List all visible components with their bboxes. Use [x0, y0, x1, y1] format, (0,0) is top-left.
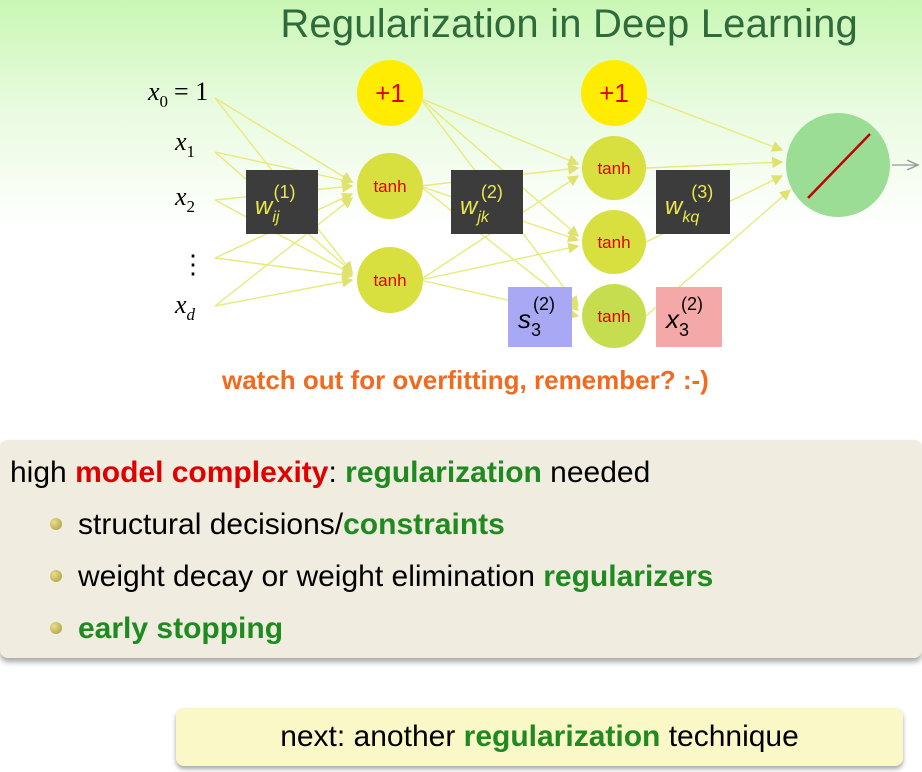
hidden2-label-3: tanh: [597, 307, 630, 326]
hidden2-node-2: [582, 210, 646, 274]
weight-box-2: [451, 170, 523, 234]
bullet-highlight: constraints: [343, 508, 505, 541]
overfitting-warning: watch out for overfitting, remember? :-): [222, 365, 709, 395]
bullet-item: structural decisions/constraints: [50, 508, 713, 560]
bullet-text: weight decay or weight elimination: [78, 560, 544, 593]
hidden2-node-1: [582, 136, 646, 200]
lead-text-3: needed: [541, 456, 651, 489]
bias-label-2: +1: [599, 78, 629, 108]
weight-label-1: wij(1): [255, 182, 295, 226]
next-topic-box: next: another regularization technique: [176, 708, 903, 766]
summary-lead: high model complexity: regularization ne…: [10, 456, 650, 490]
input-x1: x1: [174, 127, 195, 161]
lead-text-2: :: [328, 456, 346, 489]
summary-bullets: structural decisions/constraints weight …: [50, 508, 713, 664]
model-complexity-highlight: model complexity: [75, 456, 329, 489]
s-score-label: s3(2): [518, 294, 555, 340]
x-output-box: [656, 287, 722, 347]
bullet-dot-icon: [50, 518, 62, 530]
bullet-dot-icon: [50, 622, 62, 634]
weight-label-3: wkq(3): [665, 182, 713, 226]
weight-label-2: wjk(2): [460, 182, 503, 226]
linear-activation-icon: [807, 133, 871, 199]
next-text-2: technique: [660, 720, 799, 753]
neural-network-diagram: wij(1) wjk(2) wkq(3) s3(2) x3(2) +1 +1 t…: [147, 60, 922, 348]
page-title: Regularization in Deep Learning: [280, 2, 858, 46]
input-ellipsis: ⋮: [180, 250, 206, 279]
s-score-box: [508, 287, 572, 347]
hidden1-label-1: tanh: [373, 177, 406, 196]
lead-text-1: high: [10, 456, 76, 489]
weight-box-1: [246, 170, 318, 234]
bullet-item: weight decay or weight elimination regul…: [50, 560, 713, 612]
hidden1-node-2: [357, 247, 423, 313]
hidden2-label-2: tanh: [597, 233, 630, 252]
bullet-item: early stopping: [50, 612, 713, 664]
next-text-1: next: another: [280, 720, 464, 753]
bias-node-2: [581, 60, 647, 126]
hidden1-label-2: tanh: [373, 271, 406, 290]
weight-box-3: [656, 170, 730, 234]
bias-node-1: [357, 60, 423, 126]
regularization-highlight: regularization: [345, 456, 542, 489]
input-x0: x0= 1: [147, 77, 208, 111]
output-node: [786, 113, 890, 217]
hidden1-node-1: [357, 153, 423, 219]
next-highlight: regularization: [463, 720, 661, 753]
summary-box: high model complexity: regularization ne…: [0, 440, 922, 658]
input-xd: xd: [174, 290, 196, 324]
hidden2-node-3: [582, 284, 646, 348]
bias-label-1: +1: [375, 78, 405, 108]
input-x2: x2: [174, 182, 195, 216]
bullet-text: structural decisions/: [78, 508, 344, 541]
x-output-label: x3(2): [664, 294, 703, 340]
hidden2-label-1: tanh: [597, 159, 630, 178]
bullet-dot-icon: [50, 570, 62, 582]
bullet-highlight: early stopping: [78, 612, 284, 645]
bullet-highlight: regularizers: [543, 560, 714, 593]
